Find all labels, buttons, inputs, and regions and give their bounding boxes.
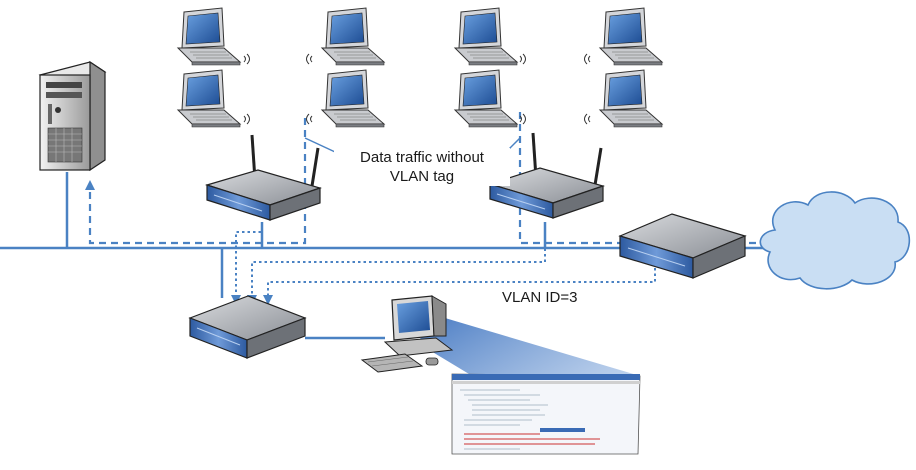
access-point-icon <box>487 132 606 219</box>
vlan-traffic-path <box>231 222 656 305</box>
laptop-group-ap1 <box>177 7 385 128</box>
untagged-traffic-label: Data traffic without VLAN tag <box>334 148 510 186</box>
laptop-icon <box>177 69 250 128</box>
switch-icon <box>188 295 307 359</box>
server-icon <box>38 60 107 172</box>
cloud-icon <box>759 191 911 290</box>
laptop-icon <box>454 7 526 66</box>
vlan-id-label: VLAN ID=3 <box>502 289 578 306</box>
untagged-traffic-path-1 <box>85 118 307 245</box>
workstation-icon <box>360 295 454 373</box>
router-icon <box>618 213 747 279</box>
laptop-group-ap2 <box>454 7 663 128</box>
untagged-traffic-label-line1: Data traffic without <box>360 149 484 166</box>
management-window-thumbnail <box>451 373 641 455</box>
laptop-icon <box>306 69 385 128</box>
laptop-icon <box>454 69 526 128</box>
access-point-icon <box>204 134 322 221</box>
laptop-icon <box>306 7 385 66</box>
laptop-icon <box>584 7 663 66</box>
laptop-icon <box>584 69 663 128</box>
laptop-icon <box>177 7 250 66</box>
untagged-traffic-label-line2: VLAN tag <box>389 168 455 185</box>
